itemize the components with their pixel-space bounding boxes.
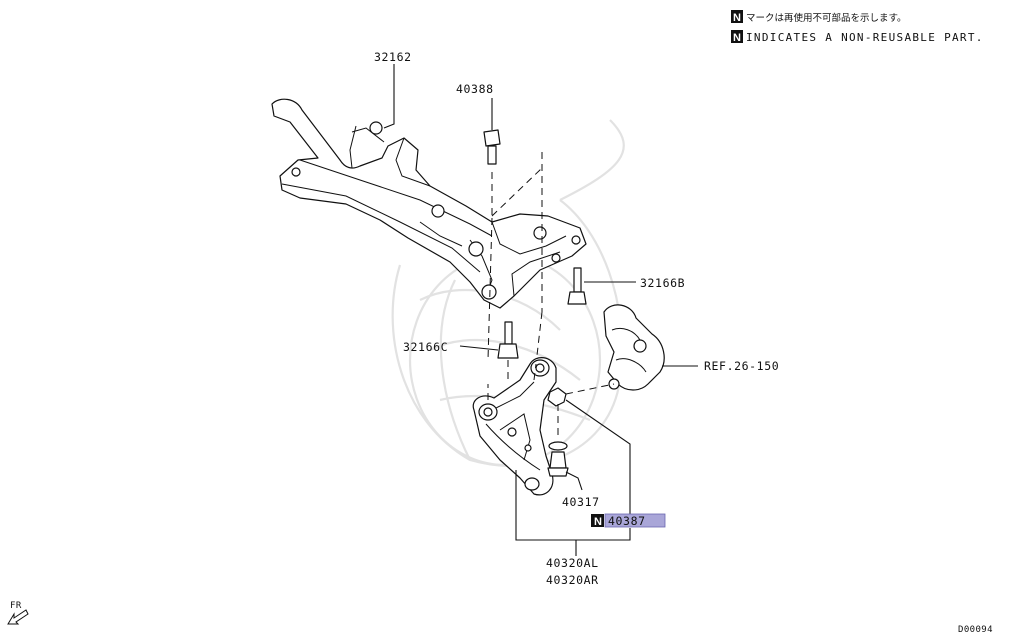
label-knuckle-ref: REF.26-150	[704, 359, 779, 373]
bolt-32166c	[497, 321, 519, 359]
label-bolt-32166b: 32166B	[640, 276, 685, 290]
legend-n-marker-1	[731, 10, 743, 23]
bolt-32166b	[567, 267, 587, 305]
label-crossmember: 32162	[374, 50, 412, 64]
lower-control-arm	[472, 357, 557, 496]
nut-40387	[547, 387, 567, 407]
n-marker-40387	[591, 514, 604, 527]
highlight-40387	[604, 513, 666, 528]
dash-ball-joint	[557, 383, 615, 440]
front-crossmember	[271, 98, 587, 309]
leader-lines	[383, 64, 698, 556]
label-lower-arm-right: 40320AR	[546, 573, 599, 587]
front-indicator: FR	[7, 601, 29, 625]
front-arrow-icon	[7, 609, 29, 625]
drawing-code: D00094	[958, 625, 993, 635]
front-indicator-label: FR	[10, 601, 22, 611]
legend-n-text-2: N	[733, 32, 741, 44]
legend: N マークは再使用不可部品を示します。 N INDICATES A NON-RE…	[731, 10, 984, 44]
dash-arm-bushings	[487, 363, 537, 400]
legend-en-text: INDICATES A NON-REUSABLE PART.	[746, 31, 984, 44]
label-nut-40387: 40387	[608, 514, 646, 528]
label-lower-arm-left: 40320AL	[546, 556, 599, 570]
label-bolt-32166c: 32166C	[403, 340, 448, 354]
bolt-40388	[483, 129, 501, 165]
steering-knuckle	[603, 304, 665, 391]
label-nut-40387-group: N 40387	[591, 513, 666, 528]
ball-joint-40317	[547, 441, 569, 477]
label-ball-joint: 40317	[562, 495, 600, 509]
legend-n-marker-2	[731, 30, 743, 43]
legend-jp-text: マークは再使用不可部品を示します。	[746, 12, 907, 24]
label-bolt-40388: 40388	[456, 82, 494, 96]
legend-n-text-1: N	[733, 12, 741, 24]
n-marker-text-40387: N	[594, 516, 602, 528]
